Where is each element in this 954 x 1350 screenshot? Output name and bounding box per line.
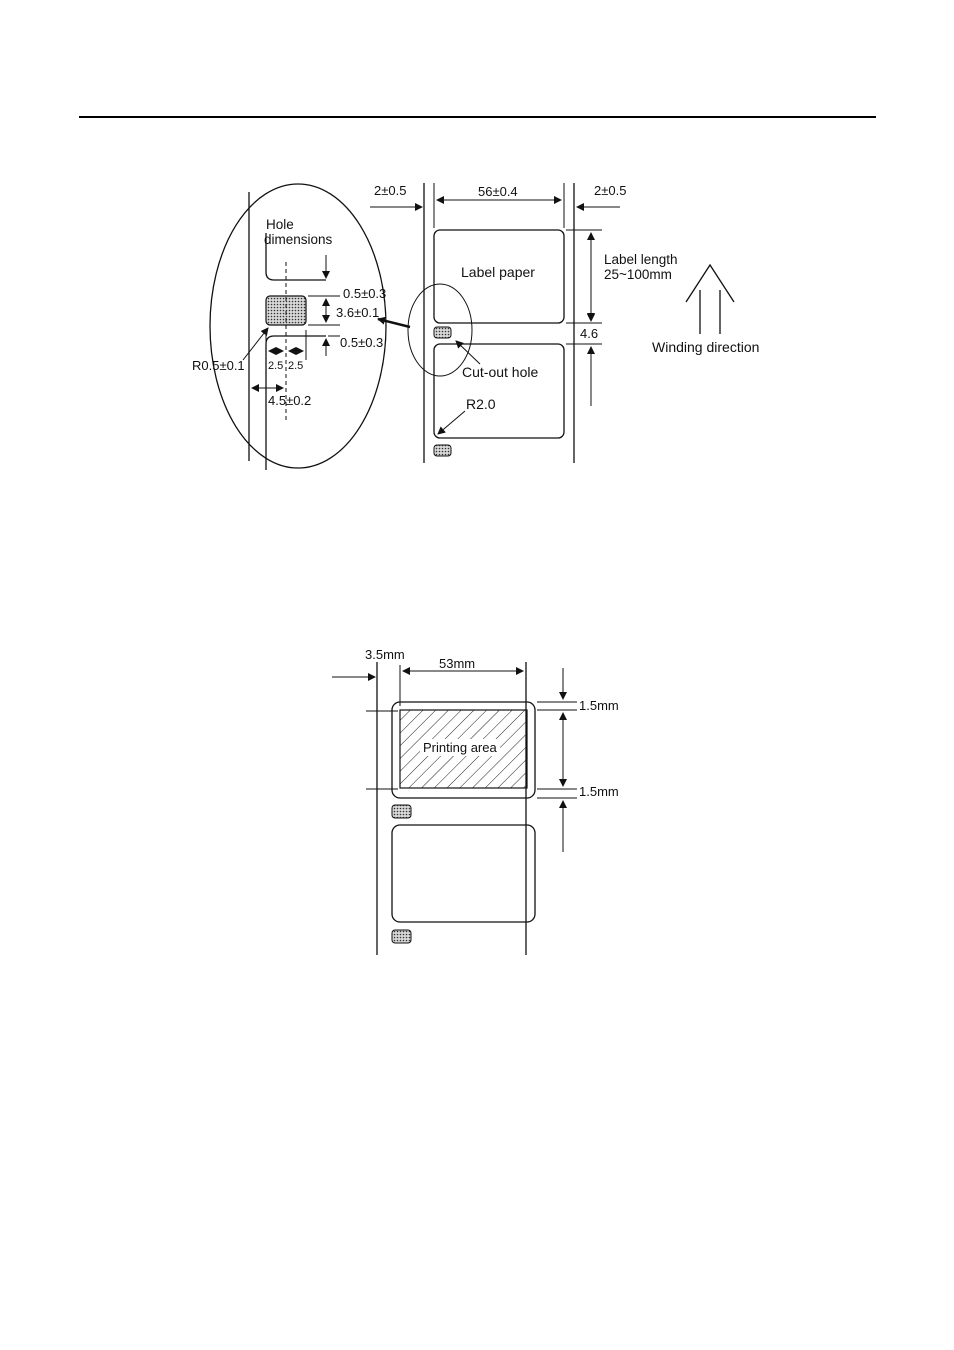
hole-dimensions-line2: dimensions [264,232,333,247]
winding-direction-label: Winding direction [652,339,759,355]
hole-radius-label: R0.5±0.1 [192,358,245,373]
hole-dimensions-line1: Hole [266,217,294,232]
label-paper-diagram: 2±0.5 56±0.4 2±0.5 Label paper Label len… [370,183,759,463]
corner-radius-label: R2.0 [466,396,496,412]
label-2 [434,344,564,438]
cut-out-hole-4 [392,930,411,943]
top-gap-label: 0.5±0.3 [343,286,386,301]
hole-offset-label: 4.5±0.2 [268,393,311,408]
label-length-line1: Label length [604,252,678,267]
detail-ellipse [210,184,386,468]
label-length-line2: 25~100mm [604,267,672,282]
label2-bottom [392,825,535,922]
left-margin-label: 2±0.5 [374,183,406,198]
label-paper-text: Label paper [461,264,535,280]
gap-label: 4.6 [580,326,598,341]
bottom-gap-label: 0.5±0.3 [340,335,383,350]
cut-out-hole-1 [434,327,451,338]
printing-area-diagram: Printing area 3.5mm 53mm 1.5mm 1.5mm [332,647,619,955]
cut-out-hole-2 [434,445,451,456]
cut-out-hole-3 [392,805,411,818]
print-width-label: 53mm [439,656,475,671]
half-width-right-label: 2.5 [288,360,303,372]
label-width-label: 56±0.4 [478,184,518,199]
bottom-margin-label: 1.5mm [579,784,619,799]
cut-out-hole-label: Cut-out hole [462,364,538,380]
left-margin-3-5-label: 3.5mm [365,647,405,662]
printing-area-label: Printing area [423,740,497,755]
winding-direction-arrows [686,265,734,334]
right-margin-label: 2±0.5 [594,183,626,198]
hole-height-label: 3.6±0.1 [336,305,379,320]
hole-detail-view: Hole dimensions 0.5±0.3 3.6±0.1 0.5±0.3 … [192,184,386,470]
detail-pointer-arrow [378,319,410,327]
top-margin-label: 1.5mm [579,698,619,713]
half-width-left-label: 2.5 [268,360,283,372]
